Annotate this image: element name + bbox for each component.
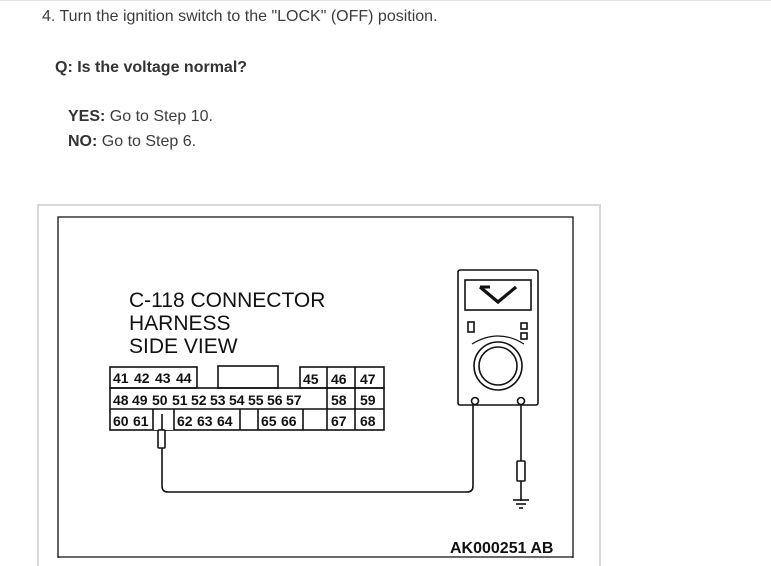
pin-54: 54	[229, 392, 245, 408]
pin-46: 46	[331, 371, 347, 387]
pin-41: 41	[113, 370, 129, 386]
ground-icon	[513, 404, 529, 509]
top-divider	[0, 0, 771, 1]
voltmeter-icon	[457, 269, 539, 406]
answer-yes: YES: Go to Step 10.	[68, 108, 213, 126]
figure-code: AK000251 AB	[450, 540, 553, 557]
pin-row-3: 60 61 62 63 64 65 66 67 68	[113, 413, 376, 429]
pin-50: 50	[152, 392, 168, 408]
diagram-border	[57, 216, 574, 558]
pin-66: 66	[281, 413, 297, 429]
pin-48: 48	[113, 392, 129, 408]
pin-row-2: 48 49 50 51 52 53 54 55 56 57 58 59	[113, 392, 376, 408]
answer-no-text: Go to Step 6.	[97, 133, 197, 150]
answer-no: NO: Go to Step 6.	[68, 133, 196, 151]
question-heading: Q: Is the voltage normal?	[55, 59, 248, 76]
pin-51: 51	[172, 392, 188, 408]
connector-title-line-1: C-118 CONNECTOR	[129, 289, 325, 312]
pin-61: 61	[133, 413, 149, 429]
connector-c118	[109, 365, 385, 431]
connector-title-line-3: SIDE VIEW	[129, 335, 238, 358]
pin-55: 55	[248, 392, 264, 408]
pin-60: 60	[113, 413, 129, 429]
pin-52: 52	[191, 392, 207, 408]
pin-68: 68	[360, 413, 376, 429]
pin-43: 43	[155, 370, 171, 386]
pin-53: 53	[210, 392, 226, 408]
connector-title-line-2: HARNESS	[129, 312, 231, 335]
pin-67: 67	[331, 413, 347, 429]
pin-row-1: 41 42 43 44 45 46 47	[113, 370, 376, 387]
pin-58: 58	[331, 392, 347, 408]
pin-44: 44	[176, 370, 192, 386]
pin-63: 63	[197, 413, 213, 429]
pin-45: 45	[303, 371, 319, 387]
pin-47: 47	[360, 371, 376, 387]
pin-65: 65	[261, 413, 277, 429]
pin-42: 42	[134, 370, 150, 386]
answer-yes-text: Go to Step 10.	[105, 108, 213, 125]
pin-59: 59	[360, 392, 376, 408]
answer-no-label: NO:	[68, 133, 98, 150]
wiring-diagram: C-118 CONNECTOR HARNESS SIDE VIEW 41 42 …	[57, 216, 574, 558]
connector-lock-tab	[217, 365, 279, 389]
pin-62: 62	[177, 413, 193, 429]
pin-49: 49	[132, 392, 148, 408]
step-instruction: 4. Turn the ignition switch to the "LOCK…	[42, 8, 438, 25]
answer-yes-label: YES:	[68, 108, 106, 125]
pin-64: 64	[217, 413, 233, 429]
test-lead-wire	[161, 403, 474, 493]
pin-57: 57	[286, 392, 302, 408]
pin-56: 56	[267, 392, 283, 408]
